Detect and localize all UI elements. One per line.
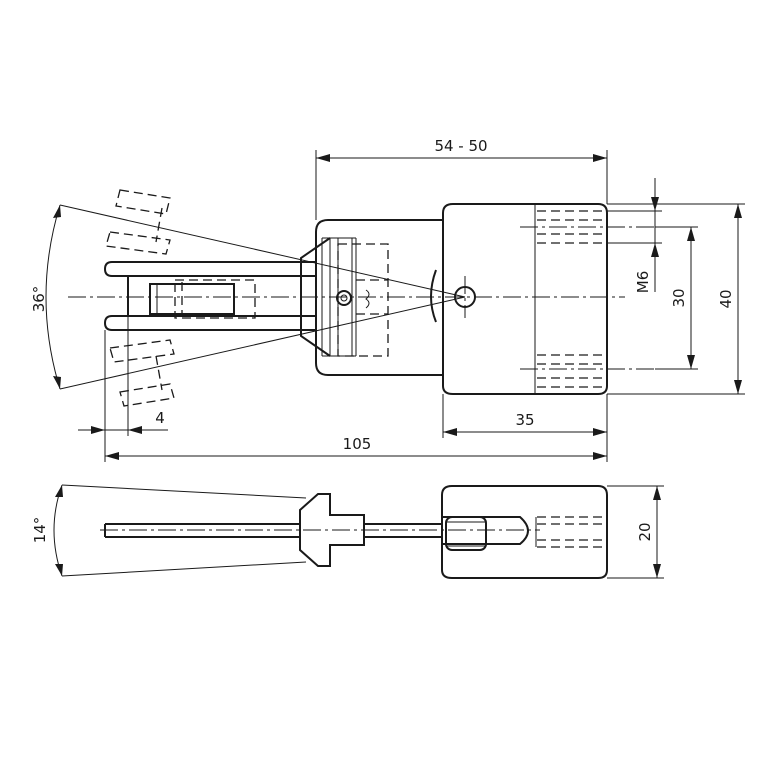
dim-slot-width: 4	[155, 409, 165, 427]
swing-positions-hidden	[105, 189, 175, 407]
dim-body-length: 35	[515, 411, 534, 429]
dim-hole-spacing: 30	[670, 288, 688, 307]
pivot-boss	[430, 269, 437, 323]
dimensions-top: 54 - 50 35 105 4 M6 30	[30, 137, 745, 462]
dim-thread: M6	[634, 271, 652, 294]
side-view	[53, 484, 608, 579]
body-block	[442, 203, 608, 395]
upper-thread-hole	[520, 210, 655, 244]
fork-arm	[103, 261, 316, 331]
dim-side-angle: 14°	[31, 517, 49, 544]
clamp-screw	[336, 290, 352, 306]
side-body-block	[441, 485, 608, 579]
dim-body-height: 40	[717, 289, 735, 308]
side-clamp-hub	[299, 493, 365, 567]
side-roller	[445, 516, 487, 551]
clamp-head	[315, 219, 444, 376]
dim-overall-length: 105	[343, 435, 372, 453]
dim-swing-angle: 36°	[30, 286, 48, 313]
dim-stroke: 54 - 50	[434, 137, 487, 155]
dimensions-side: 20 14°	[31, 485, 664, 579]
top-view	[45, 189, 655, 407]
dim-thickness: 20	[636, 522, 654, 541]
lower-thread-hole	[520, 354, 655, 388]
